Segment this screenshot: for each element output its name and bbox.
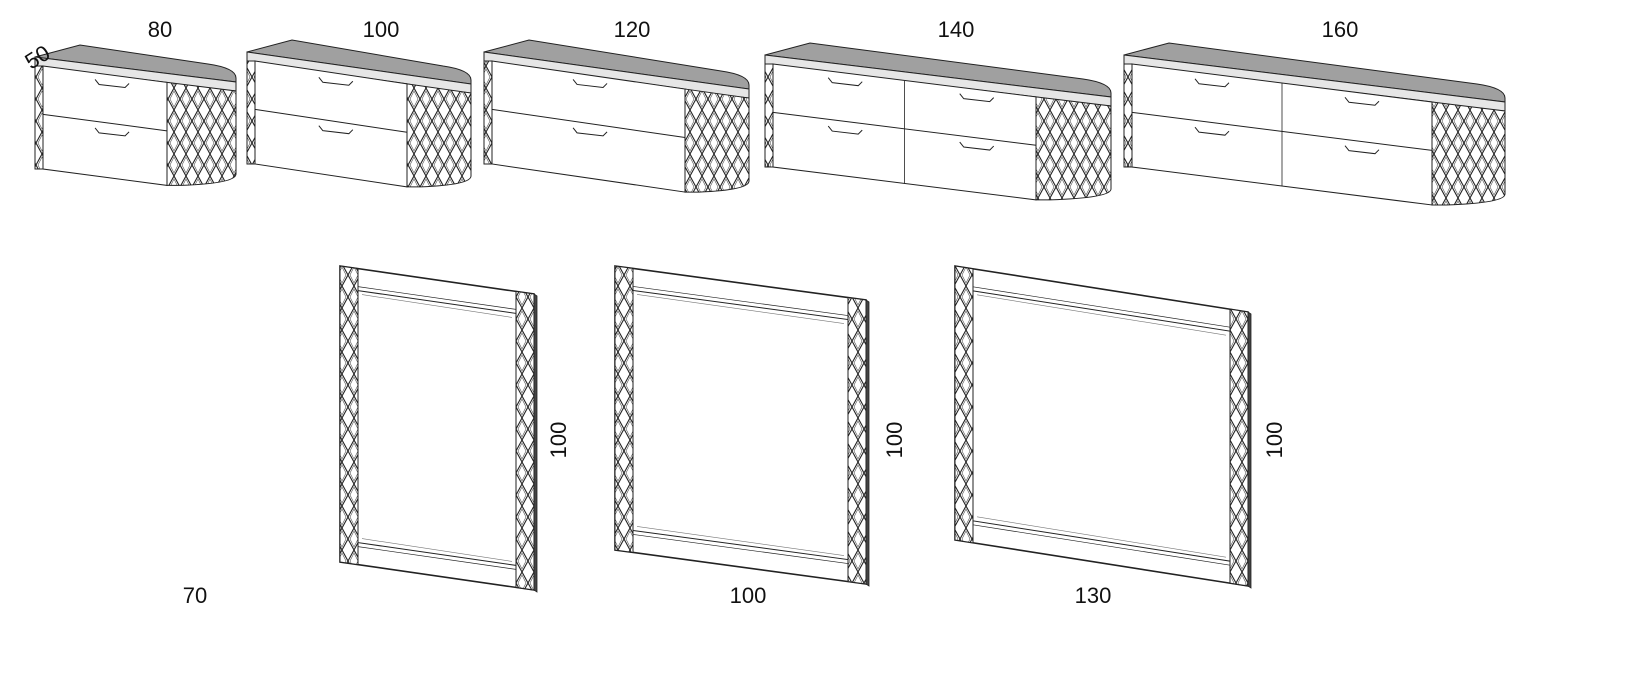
cabinet-120: 120 (483, 17, 750, 193)
cabinet-width-label: 120 (614, 17, 651, 42)
mirror-width-label: 130 (1075, 583, 1112, 608)
glass-bevel-bottom (361, 538, 513, 562)
cabinet-front (42, 65, 168, 186)
top-rail-line (357, 286, 517, 310)
drawer-divider (491, 108, 686, 138)
left-stile-quilted (954, 265, 974, 544)
left-strip-quilted (1123, 63, 1133, 168)
mirror-height-label: 100 (882, 422, 907, 459)
mirror-70: 70 100 (183, 265, 571, 608)
mirrors-row: 70 100 100 100 130 100 (183, 265, 1287, 608)
left-stile-quilted (614, 265, 634, 554)
mirror-width-label: 70 (183, 583, 207, 608)
right-stile-quilted (515, 290, 535, 591)
countertop (34, 44, 237, 83)
drawer-handle (1344, 96, 1380, 106)
drawer-handle (318, 76, 354, 86)
top-rail-line (632, 286, 849, 316)
drawer-handle (94, 127, 130, 137)
mirror-glass (632, 289, 849, 561)
cabinet-width-label: 100 (363, 17, 400, 42)
right-stile-quilted (847, 296, 867, 585)
drawer-handle (827, 77, 863, 87)
cabinet-width-label: 80 (148, 17, 172, 42)
left-strip-quilted (246, 60, 256, 165)
glass-bevel-top (361, 294, 513, 318)
glass-bevel-bottom (636, 526, 845, 556)
glass-bevel-top (636, 294, 845, 324)
cabinet-140: 140 (764, 17, 1112, 201)
side-panel-quilted (406, 83, 472, 188)
drawer-handle (572, 79, 608, 88)
side-panel-quilted (684, 88, 750, 193)
cabinet-160: 160 (1123, 17, 1506, 206)
glass-bevel-top (976, 294, 1227, 336)
mirror-height-label: 100 (546, 422, 571, 459)
mirror-glass (972, 290, 1231, 562)
cabinet-100: 100 (246, 17, 472, 188)
drawer-handle (318, 125, 354, 135)
countertop (1123, 42, 1506, 103)
mirror-height-label: 100 (1262, 422, 1287, 459)
top-rail-line (972, 286, 1231, 328)
side-panel-quilted (1035, 96, 1112, 201)
bottom-rail-line (632, 534, 849, 564)
mirror-130: 130 100 (954, 265, 1287, 608)
countertop (246, 39, 472, 85)
cabinet-width-label: 140 (938, 17, 975, 42)
mirror-glass (357, 290, 517, 566)
mirror-edge (533, 293, 538, 593)
mirror-edge (1247, 311, 1252, 589)
cabinet-front (254, 60, 408, 188)
cabinets-row: 80 100 120 140 160 (34, 17, 1506, 206)
drawer-handle (959, 141, 995, 151)
cabinet-front (491, 60, 686, 193)
drawer-handle (959, 93, 995, 103)
cabinet-width-label: 160 (1322, 17, 1359, 42)
drawer-divider (254, 108, 408, 133)
drawer-handle (94, 79, 130, 88)
countertop (764, 42, 1112, 98)
mirror-width-label: 100 (730, 583, 767, 608)
drawer-divider (42, 113, 168, 132)
bottom-rail-line (357, 546, 517, 570)
side-panel-quilted (1431, 101, 1506, 206)
mirror-edge (865, 299, 870, 587)
drawer-handle (1194, 126, 1230, 136)
glass-bevel-bottom (976, 516, 1227, 558)
left-strip-quilted (764, 63, 774, 168)
right-stile-quilted (1229, 308, 1249, 587)
drawer-handle (1344, 145, 1380, 155)
mirror-100: 100 100 (614, 265, 907, 608)
left-strip-quilted (34, 65, 44, 170)
side-panel-quilted (166, 81, 237, 186)
cabinet-80: 80 (34, 17, 237, 186)
left-stile-quilted (339, 265, 359, 566)
drawer-handle (572, 127, 608, 137)
left-strip-quilted (483, 60, 493, 165)
bottom-rail-line (972, 524, 1231, 566)
countertop (483, 39, 750, 90)
drawer-handle (827, 125, 863, 135)
drawer-handle (1194, 78, 1230, 88)
